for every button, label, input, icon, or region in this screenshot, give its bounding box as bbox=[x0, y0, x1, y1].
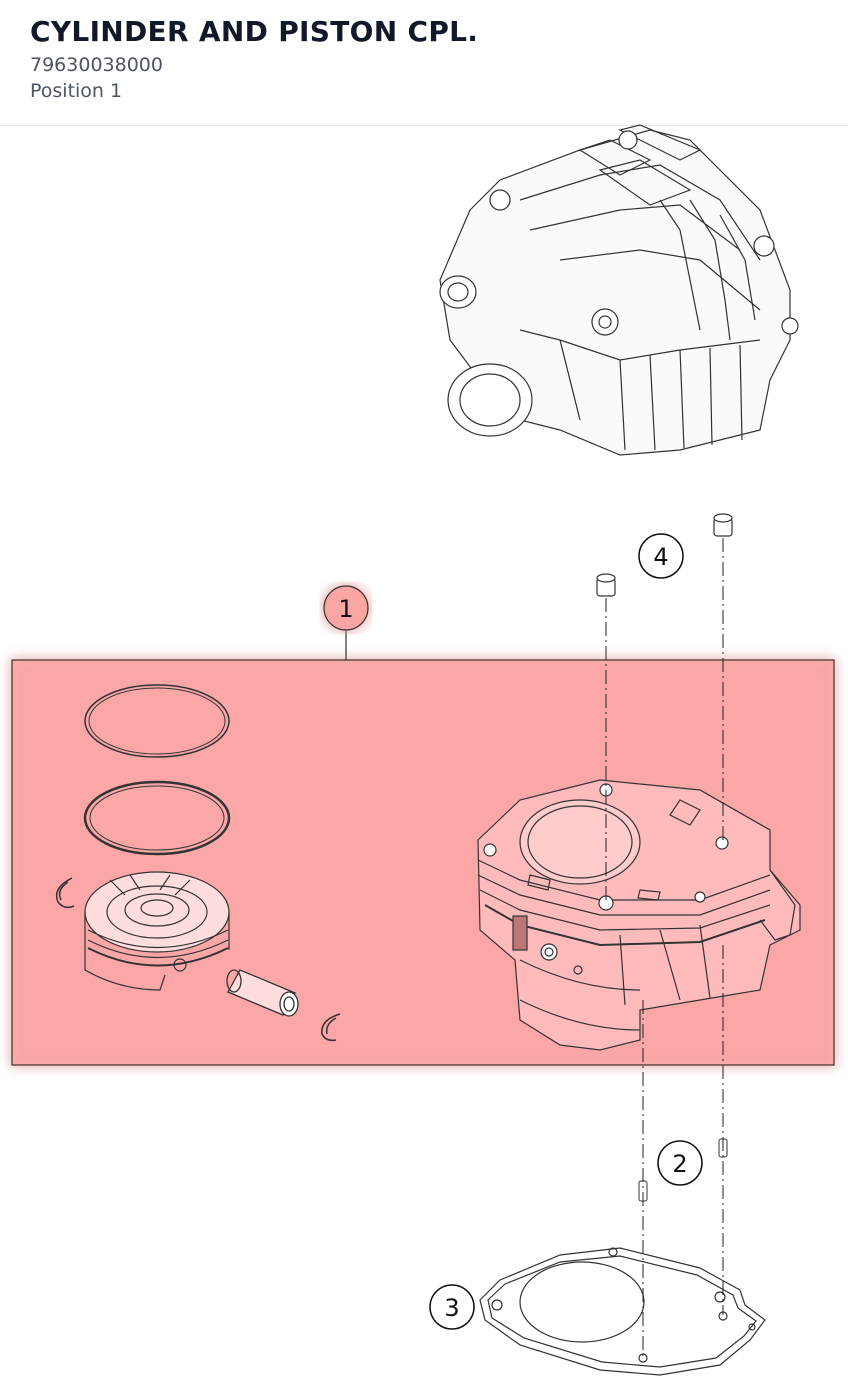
cylinder-head-illustration bbox=[439, 124, 799, 456]
callout-1[interactable]: 1 bbox=[323, 585, 369, 631]
cylinder-base-gasket-illustration bbox=[479, 1247, 766, 1376]
callout-3[interactable]: 3 bbox=[429, 1284, 475, 1330]
piston-pin-illustration bbox=[226, 969, 299, 1017]
piston-illustration bbox=[84, 871, 230, 991]
assembly-centerlines bbox=[605, 538, 724, 1360]
part-number: 79630038000 bbox=[30, 54, 163, 76]
dowel-sleeves-illustration bbox=[596, 513, 733, 597]
part-header: CYLINDER AND PISTON CPL. 79630038000 Pos… bbox=[0, 0, 848, 126]
circlips-illustration bbox=[55, 877, 341, 1042]
callout-2[interactable]: 2 bbox=[657, 1140, 703, 1186]
page-title: CYLINDER AND PISTON CPL. bbox=[30, 15, 479, 48]
callout-4[interactable]: 4 bbox=[638, 533, 684, 579]
piston-rings-illustration bbox=[83, 684, 231, 856]
cylinder-illustration bbox=[477, 779, 801, 1051]
callout-2-label: 2 bbox=[672, 1150, 687, 1178]
callout-1-label: 1 bbox=[338, 595, 353, 623]
position-label: Position 1 bbox=[30, 80, 123, 102]
callout-3-label: 3 bbox=[444, 1294, 459, 1322]
callout-4-label: 4 bbox=[653, 543, 668, 571]
